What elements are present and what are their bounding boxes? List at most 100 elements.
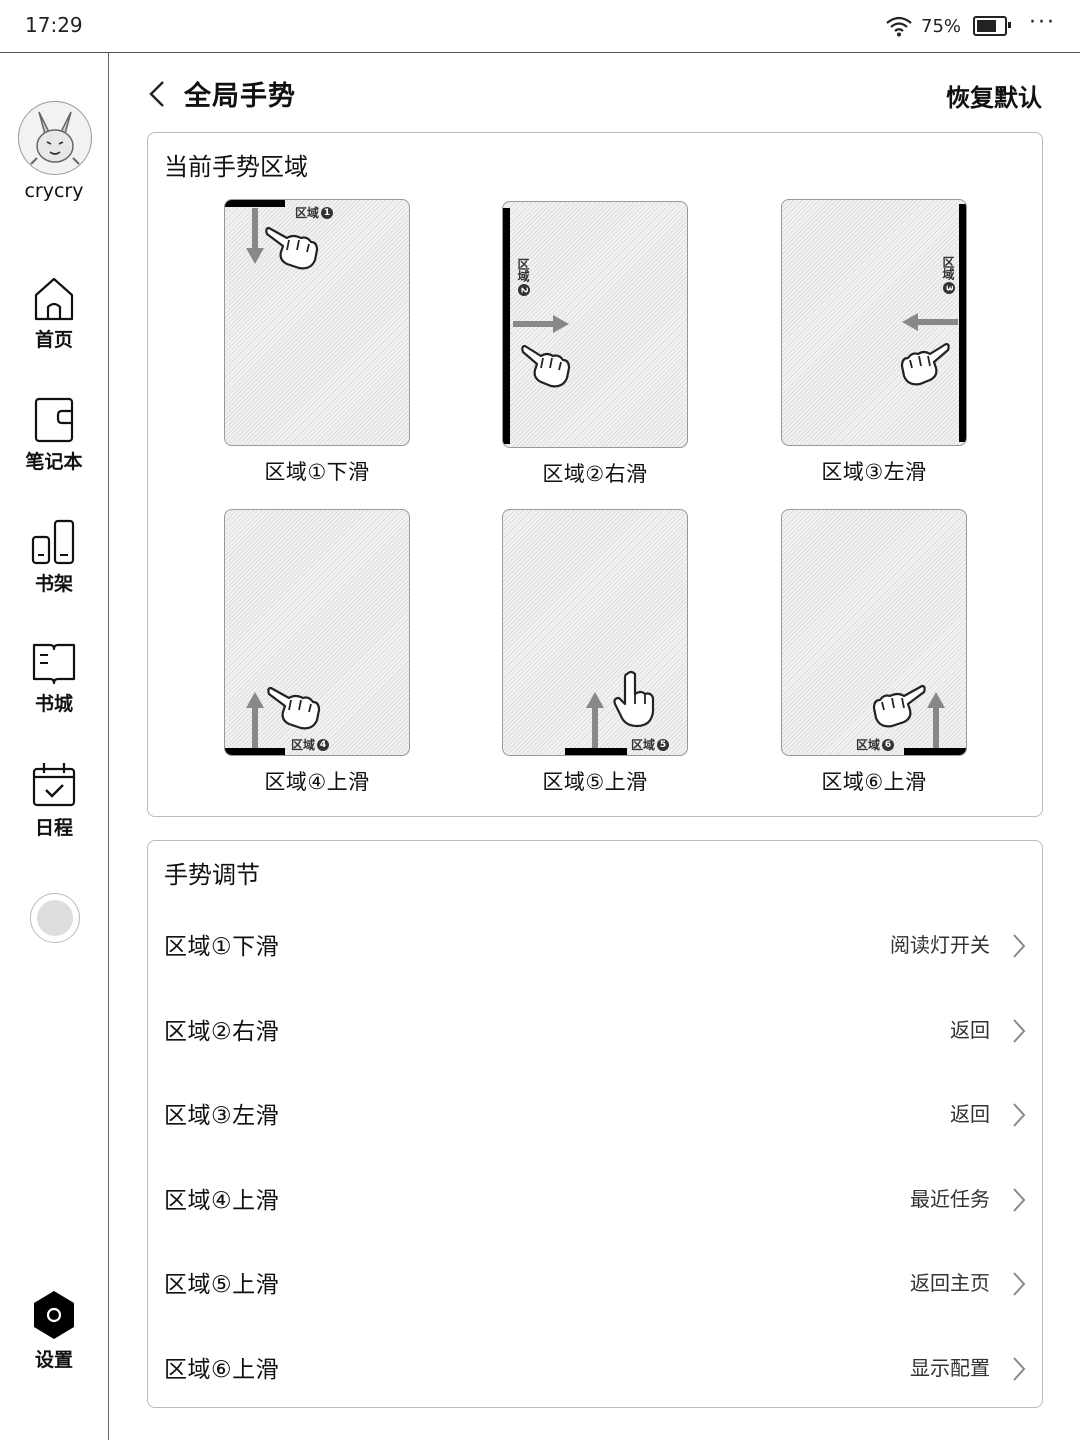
bunny-avatar-icon [30,111,80,165]
zone-caption: 区域⑥上滑 [821,770,927,794]
chevron-right-icon [1013,934,1026,958]
zone-edge-bar [225,200,285,207]
pointing-hand-icon [521,344,571,388]
row-label: 区域①下滑 [164,934,280,960]
row-value: 最近任务 [910,1187,990,1211]
row-label: 区域③左滑 [164,1103,280,1129]
sidebar-item-label: 日程 [34,817,73,839]
wifi-icon [886,16,912,37]
arrow-left-icon [902,313,958,331]
pointing-hand-icon [872,684,926,728]
zone-caption: 区域③左滑 [821,460,927,484]
sidebar-item-label: 设置 [34,1349,73,1371]
avatar[interactable] [18,101,92,175]
bookshelf-icon [31,519,75,565]
zone-edge-bar [225,748,285,755]
row-value: 阅读灯开关 [890,933,990,957]
sidebar-item-label: 书架 [34,573,73,595]
reset-default-button[interactable]: 恢复默认 [946,84,1042,112]
pointing-hand-icon [265,226,319,270]
chevron-right-icon [1013,1357,1026,1381]
panel-title: 当前手势区域 [164,153,308,181]
back-icon[interactable] [148,80,166,108]
username: crycry [24,180,84,202]
sidebar-item-label: 书城 [34,693,73,715]
sidebar-item-settings[interactable]: 设置 [0,1289,108,1372]
calendar-icon [32,763,76,807]
sidebar-item-notebook[interactable]: 笔记本 [0,397,108,474]
battery-icon [973,16,1012,36]
gesture-settings-panel: 手势调节 区域①下滑 阅读灯开关 区域②右滑 返回 区域③左滑 返回 区域④上滑… [147,840,1043,1408]
home-icon [34,277,74,321]
sidebar-item-bookshelf[interactable]: 书架 [0,519,108,596]
more-icon[interactable]: ··· [1029,9,1056,35]
row-label: 区域②右滑 [164,1019,280,1045]
row-value: 显示配置 [910,1356,990,1380]
settings-icon [34,1291,74,1339]
arrow-right-icon [513,315,569,333]
page-title: 全局手势 [184,81,296,112]
sidebar-item-bookstore[interactable]: 书城 [0,639,108,716]
panel-title: 手势调节 [164,861,260,889]
gesture-row-zone-5[interactable]: 区域⑤上滑 返回主页 [148,1239,1042,1323]
arrow-up-icon [927,692,945,748]
gesture-row-zone-2[interactable]: 区域②右滑 返回 [148,986,1042,1070]
status-time: 17:29 [25,13,83,37]
row-label: 区域⑥上滑 [164,1357,280,1383]
zone-edge-bar [959,204,966,442]
sidebar-item-label: 首页 [34,329,73,351]
gesture-row-zone-6[interactable]: 区域⑥上滑 显示配置 [148,1324,1042,1408]
row-label: 区域⑤上滑 [164,1272,280,1298]
row-value: 返回 [950,1102,990,1126]
zone-edge-bar [565,748,627,755]
zone-edge-bar [503,208,510,444]
row-value: 返回 [950,1018,990,1042]
floating-ball-toggle[interactable] [30,893,80,943]
row-label: 区域④上滑 [164,1188,280,1214]
sidebar-item-label: 笔记本 [25,451,83,473]
status-right: 75% ··· [885,9,1056,40]
zone-caption: 区域⑤上滑 [542,770,648,794]
gesture-row-zone-1[interactable]: 区域①下滑 阅读灯开关 [148,901,1042,985]
zone-caption: 区域②右滑 [542,462,648,486]
battery-percent: 75% [921,15,962,37]
chevron-right-icon [1013,1188,1026,1212]
sidebar-item-home[interactable]: 首页 [0,275,108,352]
status-bar: 17:29 75% ··· [0,0,1080,53]
bookstore-icon [32,643,76,685]
pointing-hand-icon [900,342,950,386]
chevron-right-icon [1013,1019,1026,1043]
zone-edge-bar [904,748,966,755]
row-value: 返回主页 [910,1271,990,1295]
sidebar-item-calendar[interactable]: 日程 [0,761,108,840]
zone-caption: 区域①下滑 [264,460,370,484]
zone-caption: 区域④上滑 [264,770,370,794]
arrow-up-icon [246,692,264,748]
sidebar: crycry 首页 笔记本 书架 书城 [0,53,109,1440]
chevron-right-icon [1013,1272,1026,1296]
pointing-hand-icon [267,686,321,730]
arrow-up-icon [586,692,604,748]
arrow-down-icon [246,208,264,264]
gesture-row-zone-3[interactable]: 区域③左滑 返回 [148,1070,1042,1154]
gesture-row-zone-4[interactable]: 区域④上滑 最近任务 [148,1155,1042,1239]
